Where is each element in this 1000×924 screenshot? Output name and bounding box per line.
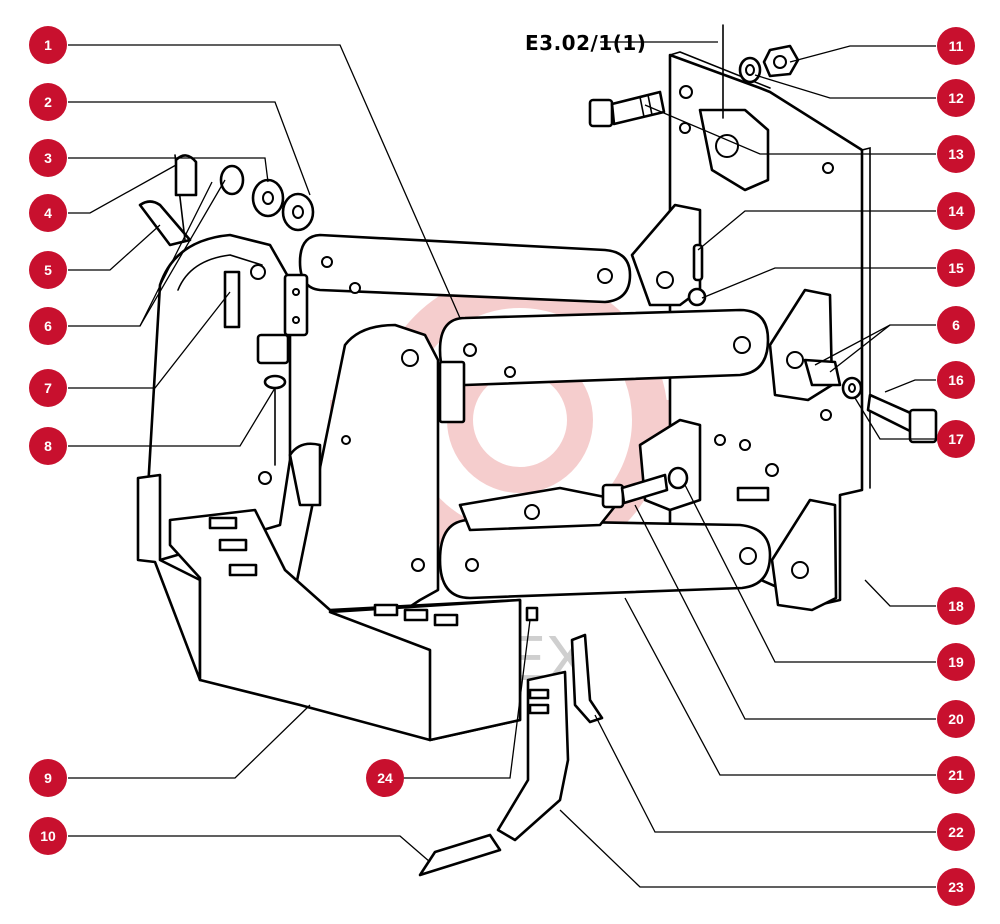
blade-body (136, 473, 522, 742)
callout-15[interactable]: 15 (937, 249, 975, 287)
svg-text:10: 10 (40, 828, 56, 844)
callout-8[interactable]: 8 (29, 427, 67, 465)
callout-1[interactable]: 1 (29, 26, 67, 64)
svg-text:23: 23 (948, 879, 964, 895)
callout-16[interactable]: 16 (937, 361, 975, 399)
callout-3[interactable]: 3 (29, 139, 67, 177)
svg-text:17: 17 (948, 431, 964, 447)
svg-text:11: 11 (949, 38, 964, 54)
bolt-13 (588, 90, 666, 128)
callout-14[interactable]: 14 (937, 192, 975, 230)
svg-text:6: 6 (44, 318, 52, 334)
svg-text:2: 2 (44, 94, 52, 110)
callout-23[interactable]: 23 (937, 868, 975, 906)
svg-text:4: 4 (44, 205, 52, 221)
svg-text:21: 21 (948, 767, 964, 783)
callout-19[interactable]: 19 (937, 643, 975, 681)
tooth-tip (418, 833, 502, 877)
callout-21[interactable]: 21 (937, 756, 975, 794)
nut-11 (762, 44, 800, 78)
callout-24[interactable]: 24 (366, 759, 404, 797)
svg-text:8: 8 (44, 438, 52, 454)
left-side-plate (143, 233, 292, 562)
callout-12[interactable]: 12 (937, 79, 975, 117)
svg-text:24: 24 (377, 770, 393, 786)
right-pins-bolts (803, 358, 938, 444)
callout-6-left[interactable]: 6 (29, 307, 67, 345)
pins-washers (138, 154, 315, 247)
callout-20[interactable]: 20 (937, 700, 975, 738)
spring-pin-14 (692, 243, 704, 282)
callout-2[interactable]: 2 (29, 83, 67, 121)
svg-text:12: 12 (948, 90, 964, 106)
svg-text:9: 9 (44, 770, 52, 786)
svg-text:19: 19 (948, 654, 964, 670)
top-bracket (698, 24, 770, 192)
svg-text:22: 22 (948, 824, 964, 840)
clamp-bracket (223, 270, 309, 466)
leader-lines (68, 41, 936, 888)
svg-text:15: 15 (948, 260, 964, 276)
svg-text:3: 3 (44, 150, 52, 166)
svg-text:6: 6 (952, 317, 960, 333)
middle-link (438, 308, 770, 387)
link-tab (438, 360, 466, 424)
tooth-shank (496, 670, 570, 842)
tooth-guard (570, 633, 604, 724)
bolt-20 (601, 466, 689, 509)
callout-13[interactable]: 13 (937, 135, 975, 173)
svg-text:14: 14 (948, 203, 964, 219)
svg-text:18: 18 (948, 598, 964, 614)
callout-4[interactable]: 4 (29, 194, 67, 232)
svg-text:20: 20 (948, 711, 964, 727)
callout-7[interactable]: 7 (29, 369, 67, 407)
svg-text:1: 1 (44, 37, 52, 53)
callout-9[interactable]: 9 (29, 759, 67, 797)
callout-18[interactable]: 18 (937, 587, 975, 625)
upper-hinge (630, 203, 702, 307)
top-link (298, 233, 632, 304)
washer-12 (738, 56, 762, 84)
callout-17[interactable]: 17 (937, 420, 975, 458)
svg-text:16: 16 (948, 372, 964, 388)
callout-11[interactable]: 11 (937, 27, 975, 65)
svg-text:5: 5 (44, 262, 52, 278)
lower-link (438, 486, 772, 600)
callout-10[interactable]: 10 (29, 817, 67, 855)
svg-text:13: 13 (948, 146, 964, 162)
callout-6-right[interactable]: 6 (937, 306, 975, 344)
grease-nipple-24 (525, 606, 539, 622)
callout-22[interactable]: 22 (937, 813, 975, 851)
drawing-code: E3.02/1(1) (525, 31, 647, 55)
svg-text:7: 7 (44, 380, 52, 396)
grease-nipple-15 (687, 287, 707, 307)
callout-5[interactable]: 5 (29, 251, 67, 289)
